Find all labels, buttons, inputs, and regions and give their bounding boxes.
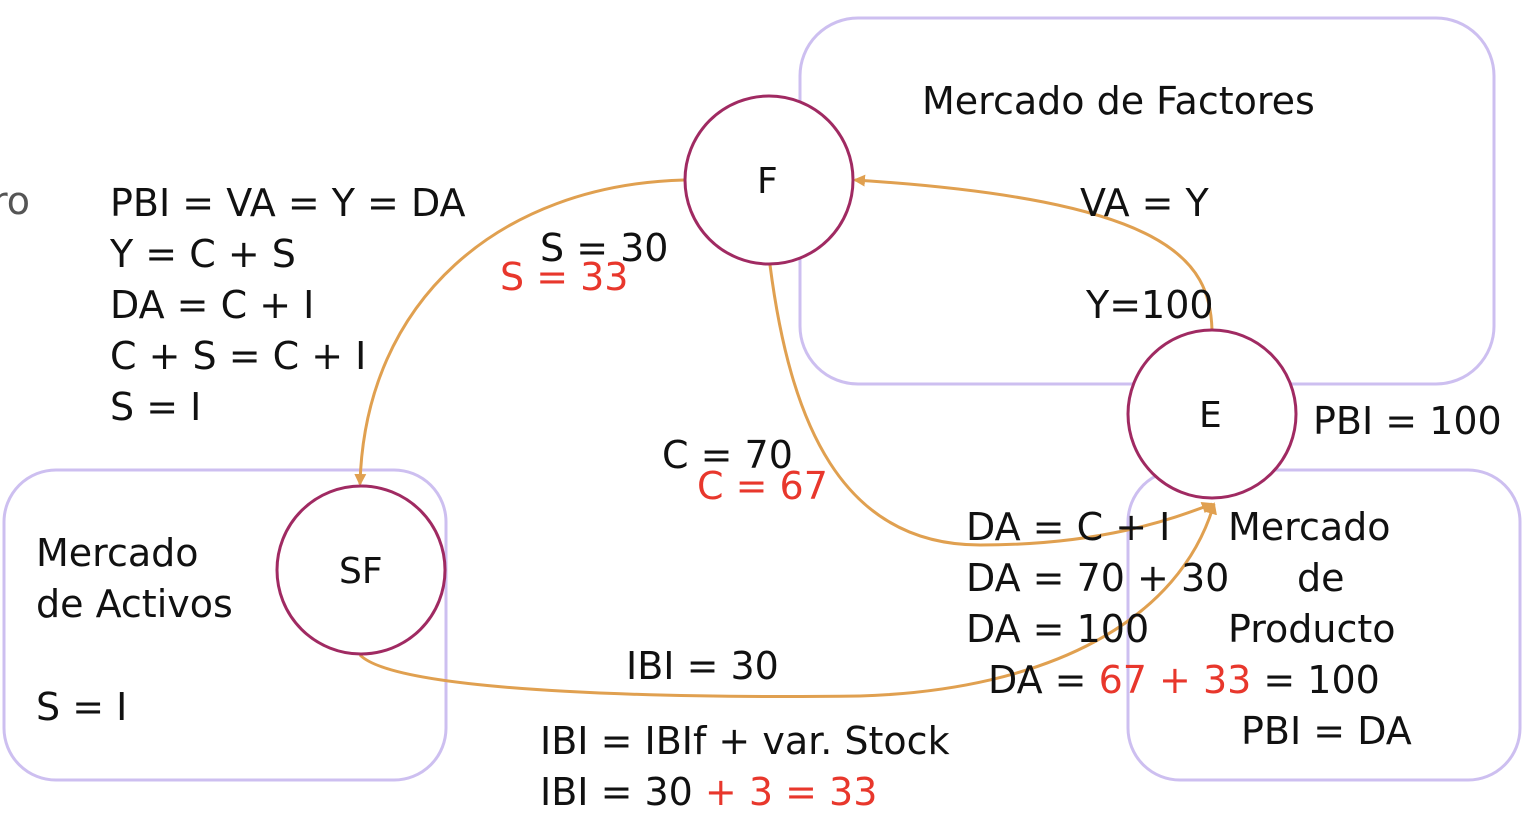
equation-left-1: PBI = VA = Y = DA — [110, 181, 466, 225]
da-line-4-a: DA = — [988, 658, 1099, 702]
arrow-f-to-sf — [354, 178, 685, 486]
label-c70: C = 70 — [662, 433, 793, 477]
node-sf-label: SF — [339, 551, 383, 592]
ibi-calc-base: IBI = 30 — [540, 770, 693, 814]
label-ibi-calc: IBI = 30 + 3 = 33 — [540, 773, 877, 811]
box-activos-s-i: S = I — [36, 685, 128, 729]
arrow-e-to-f — [853, 174, 1214, 331]
cut-off-text: ro — [0, 179, 31, 223]
label-pbi100: PBI = 100 — [1313, 399, 1502, 443]
label-s33: S = 33 — [500, 255, 629, 299]
arrow-sf-to-e — [358, 502, 1217, 698]
box-factores-title: Mercado de Factores — [922, 79, 1315, 123]
node-sf — [275, 484, 447, 656]
pbi-da: PBI = DA — [1241, 709, 1412, 753]
da-line-4-red: 67 + 33 — [1098, 658, 1252, 702]
equation-left-4: C + S = C + I — [110, 334, 367, 378]
box-activos-line-2: de Activos — [36, 582, 233, 626]
label-va-y: VA = Y — [1080, 181, 1209, 225]
node-e-label: E — [1199, 395, 1222, 436]
da-line-3: DA = 100 — [966, 607, 1150, 651]
box-producto-line-3: Producto — [1228, 607, 1396, 651]
da-line-2: DA = 70 + 30 — [966, 556, 1230, 600]
da-line-4-c: = 100 — [1251, 658, 1380, 702]
label-c67: C = 67 — [697, 464, 828, 508]
box-producto-line-2: de — [1297, 556, 1345, 600]
arrow-f-to-e — [768, 264, 1214, 547]
ibi-calc-red: + 3 = 33 — [692, 770, 878, 814]
da-line-1: DA = C + I — [966, 505, 1171, 549]
node-f-label: F — [757, 161, 778, 202]
da-line-4: DA = 67 + 33 = 100 — [988, 661, 1380, 699]
equation-left-5: S = I — [110, 385, 202, 429]
node-e — [1126, 328, 1298, 500]
box-mercado-activos — [2, 468, 448, 782]
box-producto-line-1: Mercado — [1228, 505, 1391, 549]
label-s30: S = 30 — [540, 226, 669, 270]
label-ibi30: IBI = 30 — [626, 644, 779, 688]
node-f — [683, 94, 855, 266]
label-y100: Y=100 — [1086, 283, 1214, 327]
box-activos-line-1: Mercado — [36, 531, 199, 575]
box-mercado-producto — [1126, 468, 1522, 782]
label-ibi-eq: IBI = IBIf + var. Stock — [540, 719, 950, 763]
equation-left-3: DA = C + I — [110, 283, 315, 327]
equation-left-2: Y = C + S — [110, 232, 296, 276]
